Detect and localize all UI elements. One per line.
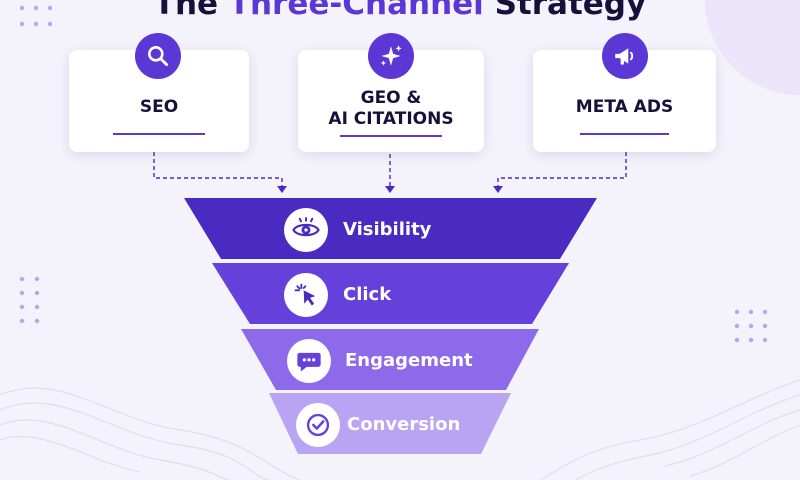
channel-underline: [340, 135, 442, 137]
page-title: The Three-Channel Strategy: [0, 0, 800, 22]
title-accent: Three-Channel: [228, 0, 484, 22]
check-circle-icon: [296, 403, 340, 447]
cursor-click-icon: [284, 273, 328, 317]
funnel-label-conversion: Conversion: [347, 414, 461, 435]
sparkles-icon: [368, 33, 414, 79]
search-icon: [135, 33, 181, 79]
eye-icon: [284, 208, 328, 252]
funnel-stage-visibility: [184, 198, 597, 259]
funnel-label-visibility: Visibility: [343, 219, 432, 240]
channel-label-meta-ads: META ADS: [575, 97, 674, 117]
channel-label-geo-line2: AI CITATIONS: [328, 109, 454, 129]
title-part-1: The: [153, 0, 229, 22]
funnel-label-click: Click: [343, 284, 392, 305]
channel-underline: [580, 133, 669, 135]
channel-card-geo: GEO & AI CITATIONS: [298, 50, 484, 152]
channel-underline: [113, 133, 205, 135]
channel-label-geo-line1: GEO &: [360, 88, 422, 108]
title-part-2: Strategy: [483, 0, 647, 22]
channel-label-seo: SEO: [139, 97, 179, 117]
funnel-label-engagement: Engagement: [345, 350, 473, 371]
chat-bubble-icon: [287, 339, 331, 383]
megaphone-icon: [602, 33, 648, 79]
